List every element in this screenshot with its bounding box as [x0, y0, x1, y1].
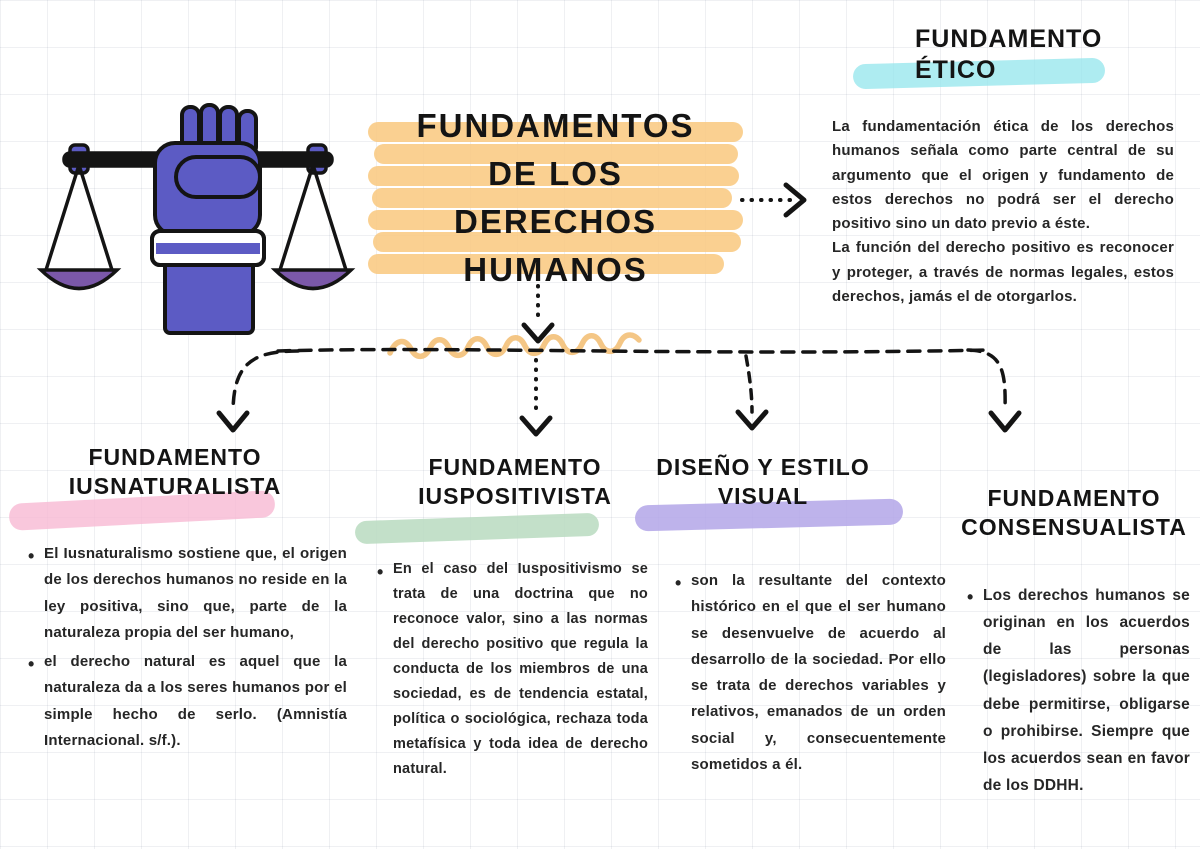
etico-heading: FUNDAMENTO ÉTICO	[915, 24, 1155, 86]
title-highlight-strip	[374, 144, 738, 164]
bullet-item: el derecho natural es aquel que la natur…	[27, 649, 347, 754]
diseno-heading: DISEÑO Y ESTILO VISUAL	[648, 453, 878, 510]
arrow-to-iusnaturalista	[216, 349, 300, 433]
title-highlight-strip	[373, 232, 741, 252]
iusnaturalista-heading: FUNDAMENTO IUSNATURALISTA	[25, 443, 325, 500]
page-title: FUNDAMENTOS DE LOS DERECHOS HUMANOS	[368, 107, 743, 288]
etico-paragraph-2: La función del derecho positivo es recon…	[832, 239, 1174, 306]
title-highlight-strip	[368, 122, 743, 142]
title-highlight-strip	[368, 166, 740, 186]
title-highlight-strip	[368, 210, 743, 230]
iuspositivista-bullet-list: En el caso del Iuspositivismo se trata d…	[376, 557, 648, 784]
etico-heading-line-2: ÉTICO	[915, 56, 997, 84]
diseno-heading-line-1: DISEÑO Y ESTILO	[656, 454, 870, 480]
orange-squiggle	[387, 332, 642, 360]
etico-heading-block: FUNDAMENTO ÉTICO	[852, 24, 1155, 90]
iusnaturalista-bullet-list: El Iusnaturalismo sostiene que, el orige…	[27, 541, 347, 757]
diseno-bullet-list: son la resultante del contexto histórico…	[674, 568, 946, 781]
iusnaturalista-heading-block: FUNDAMENTO IUSNATURALISTA	[8, 443, 325, 531]
fist-wristband-outline	[150, 229, 266, 267]
consensualista-heading-line-2: CONSENSUALISTA	[961, 513, 1187, 540]
bullet-item: El Iusnaturalismo sostiene que, el orige…	[27, 541, 347, 646]
etico-heading-line-1: FUNDAMENTO	[915, 25, 1103, 53]
scale-left-pan	[36, 268, 122, 291]
title-line-3: DERECHOS HUMANOS	[453, 203, 658, 288]
consensualista-heading-block: FUNDAMENTO CONSENSUALISTA	[958, 484, 1190, 541]
arrow-title-down	[521, 284, 555, 344]
arrow-to-consensualista	[966, 348, 1022, 433]
fist-forearm	[163, 259, 255, 335]
arrow-to-iuspositivista	[519, 358, 553, 437]
title-line-1: FUNDAMENTOS	[416, 107, 695, 144]
diseno-heading-line-2: VISUAL	[717, 482, 809, 509]
title-highlight-strip	[368, 254, 725, 274]
iuspositivista-heading-line-1: FUNDAMENTO	[428, 454, 602, 480]
fist-thumb	[174, 155, 262, 199]
scale-right-pan	[270, 268, 356, 291]
consensualista-heading: FUNDAMENTO CONSENSUALISTA	[958, 484, 1190, 541]
title-highlight-strip	[372, 188, 732, 208]
bullet-item: Los derechos humanos se originan en los …	[966, 582, 1190, 799]
title-highlight-strips	[368, 122, 743, 274]
iusnaturalista-heading-line-1: FUNDAMENTO	[88, 444, 262, 470]
iuspositivista-heading-line-2: IUSPOSITIVISTA	[418, 482, 612, 509]
consensualista-bullet-list: Los derechos humanos se originan en los …	[966, 582, 1190, 802]
diseno-heading-block: DISEÑO Y ESTILO VISUAL	[634, 453, 904, 532]
scale-left-strings	[44, 164, 114, 271]
main-branch-line	[276, 347, 990, 354]
iuspositivista-heading: FUNDAMENTO IUSPOSITIVISTA	[395, 453, 635, 510]
iuspositivista-highlight-stroke	[354, 512, 600, 545]
etico-paragraphs: La fundamentación ética de los derechos …	[832, 115, 1174, 309]
justice-scales-fist-illustration	[36, 103, 356, 335]
iusnaturalista-heading-line-2: IUSNATURALISTA	[68, 472, 282, 499]
arrow-to-diseno	[735, 354, 769, 431]
arrow-title-to-etico	[740, 182, 807, 218]
consensualista-heading-line-1: FUNDAMENTO	[987, 485, 1161, 511]
iuspositivista-heading-block: FUNDAMENTO IUSPOSITIVISTA	[354, 453, 635, 545]
fist-wristband-stripe	[156, 243, 260, 254]
etico-paragraph-1: La fundamentación ética de los derechos …	[832, 118, 1174, 233]
main-title-block: FUNDAMENTOS DE LOS DERECHOS HUMANOS	[368, 107, 743, 288]
scale-right-strings	[278, 164, 348, 271]
title-line-2: DE LOS	[488, 155, 623, 192]
bullet-item: En el caso del Iuspositivismo se trata d…	[376, 557, 648, 781]
bullet-item: son la resultante del contexto histórico…	[674, 568, 946, 778]
